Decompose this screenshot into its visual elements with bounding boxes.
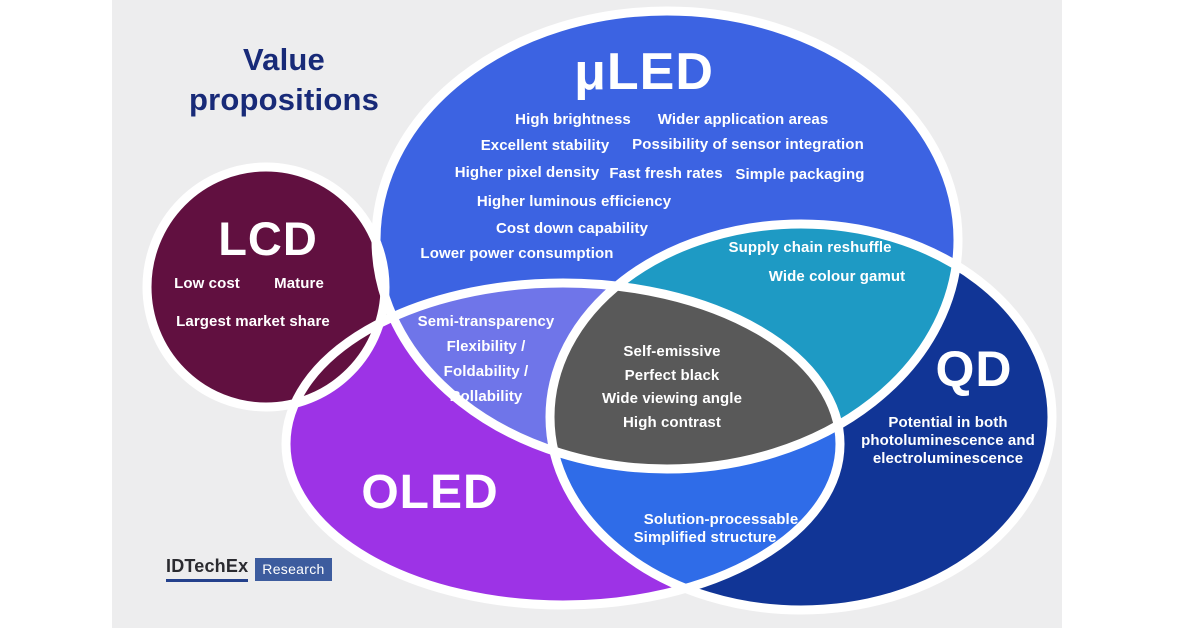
uled-item: Fast fresh rates [609, 165, 723, 182]
uled-item: Excellent stability [480, 137, 610, 154]
triple-overlap-items: Self-emissive Perfect black Wide viewing… [602, 340, 742, 434]
page-title-line2: propositions [188, 82, 380, 117]
logo-research-badge: Research [255, 557, 332, 581]
center-item: High contrast [623, 413, 721, 431]
page-title: Value propositions [189, 40, 379, 120]
uled-item: Wider application areas [657, 111, 829, 128]
oled-label: OLED [361, 466, 499, 520]
oled-qd-item: Simplified structure [633, 529, 777, 546]
uled-item: Higher pixel density [454, 164, 600, 181]
logo-brand-text: IDTechEx [166, 556, 249, 582]
lcd-item: Largest market share [176, 313, 330, 330]
page-title-line1: Value [243, 42, 325, 77]
uled-oled-item: Rollability [449, 388, 523, 405]
uled-label: μLED [574, 42, 714, 101]
uled-item: Simple packaging [735, 166, 865, 183]
uled-oled-item: Foldability / [443, 363, 529, 380]
uled-qd-item: Wide colour gamut [768, 268, 906, 285]
uled-item: High brightness [515, 111, 631, 128]
lcd-circle [147, 167, 385, 407]
oled-circle-outline [281, 278, 845, 610]
qd-description-line: Potential in both [888, 414, 1008, 431]
qd-description-line: photoluminescence and [861, 432, 1035, 449]
qd-description: Potential in both photoluminescence and … [861, 414, 1035, 468]
qd-description-line: electroluminescence [872, 450, 1024, 467]
center-item: Perfect black [624, 366, 720, 384]
uled-item: Higher luminous efficiency [476, 193, 672, 210]
uled-oled-item: Semi-transparency [417, 313, 555, 330]
qd-label: QD [935, 341, 1013, 397]
lcd-circle-outline [142, 162, 390, 412]
oled-qd-item: Solution-processable [643, 511, 799, 528]
lcd-item: Low cost [174, 275, 240, 292]
center-item: Wide viewing angle [601, 390, 743, 407]
triple-overlap-region [550, 283, 840, 469]
lcd-label: LCD [218, 211, 318, 265]
uled-oled-items: Semi-transparency Flexibility / Foldabil… [418, 309, 555, 409]
idtechex-logo: IDTechEx Research [166, 556, 332, 582]
uled-oled-item: Flexibility / [446, 338, 526, 355]
uled-item: Possibility of sensor integration [632, 136, 864, 153]
uled-item: Cost down capability [495, 220, 649, 237]
qd-circle-outline [545, 219, 1057, 615]
center-item: Self-emissive [623, 342, 721, 360]
uled-qd-item: Supply chain reshuffle [728, 239, 892, 256]
lcd-item: Mature [274, 275, 324, 292]
uled-item: Lower power consumption [420, 245, 614, 262]
